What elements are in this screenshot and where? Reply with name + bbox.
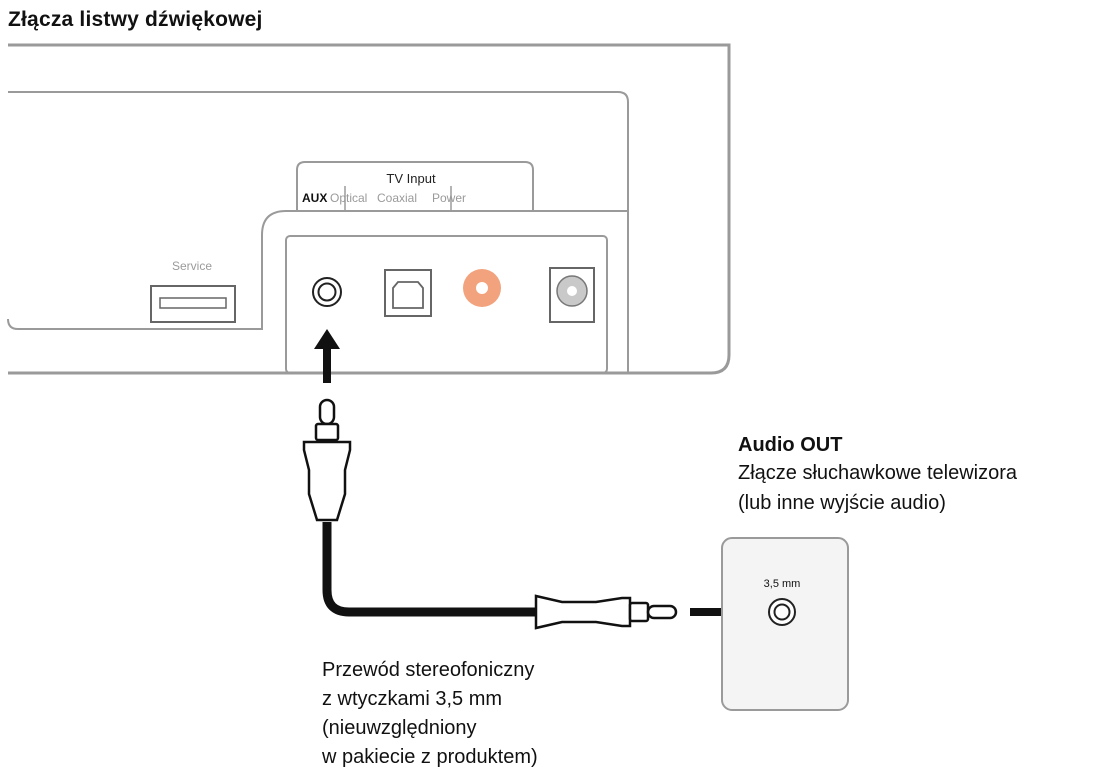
aux-label: AUX <box>302 191 327 205</box>
audio-out-description: Złącze słuchawkowe telewizora <box>738 462 1018 484</box>
page-title: Złącza listwy dźwiękowej <box>8 8 263 31</box>
service-label: Service <box>172 259 212 273</box>
usb-port-icon <box>150 285 236 323</box>
cable-caption-line: Przewód stereofoniczny <box>322 659 535 681</box>
cable-caption-line: w pakiecie z produktem) <box>322 746 538 768</box>
audio-out-description-note: (lub inne wyjście audio) <box>738 492 946 514</box>
plug-icon <box>302 398 352 522</box>
plug-icon <box>534 594 678 630</box>
audio-out-title: Audio OUT <box>738 434 843 456</box>
optical-label: Optical <box>330 191 367 205</box>
soundbar-inner-panel <box>7 91 629 330</box>
coaxial-port-icon <box>463 269 501 307</box>
power-port-icon <box>549 267 595 323</box>
tv-headphone-jack-icon <box>768 598 796 626</box>
tv-input-label-box <box>296 161 534 211</box>
tv-input-label: TV Input <box>386 171 436 186</box>
cable-caption: Przewód stereofoniczny z wtyczkami 3,5 m… <box>322 656 538 772</box>
cable-caption-line: (nieuwzględniony <box>322 717 477 739</box>
coaxial-label: Coaxial <box>377 191 417 205</box>
optical-port-icon <box>384 269 432 317</box>
cable <box>322 522 540 617</box>
tv-jack-label: 3,5 mm <box>764 578 801 590</box>
arrow-icon <box>314 329 340 383</box>
soundbar-body <box>8 43 731 375</box>
aux-jack-icon <box>312 277 342 307</box>
power-label: Power <box>432 191 466 205</box>
cable-caption-line: z wtyczkami 3,5 mm <box>322 688 503 710</box>
connector-panel <box>285 235 608 374</box>
